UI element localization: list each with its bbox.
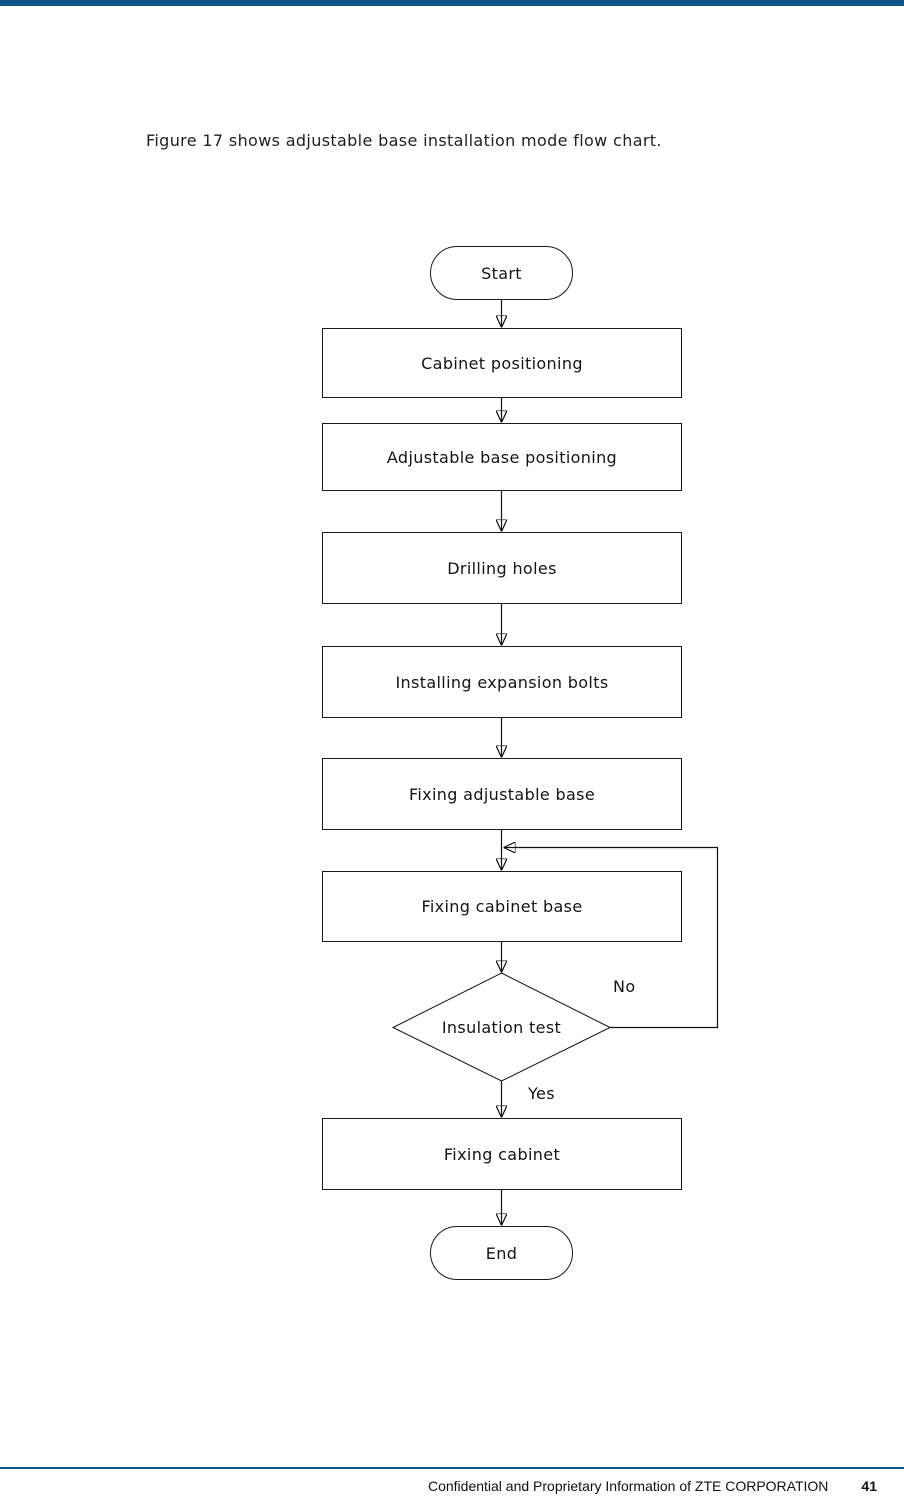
flow-node-fixing-cabinet-base: Fixing cabinet base (322, 871, 682, 942)
flow-node-installing-expansion-bolts: Installing expansion bolts (322, 646, 682, 718)
flow-node-fixing-cabinet: Fixing cabinet (322, 1118, 682, 1190)
flow-node-end: End (430, 1226, 573, 1280)
flow-node-fixing-adjustable-base: Fixing adjustable base (322, 758, 682, 830)
footer-rule (0, 1467, 904, 1469)
footer: Confidential and Proprietary Information… (428, 1478, 877, 1494)
arrow-no-loop-insulation-test-to-fixing-cabinet-base (504, 848, 719, 1029)
flow-node-drilling-holes: Drilling holes (322, 532, 682, 604)
edge-label-yes: Yes (528, 1084, 555, 1103)
figure-caption: Figure 17 shows adjustable base installa… (146, 131, 662, 150)
flow-node-insulation-test-label: Insulation test (441, 1018, 562, 1037)
flow-node-adjustable-base-positioning: Adjustable base positioning (322, 423, 682, 491)
flow-node-cabinet-positioning: Cabinet positioning (322, 328, 682, 398)
footer-confidential-text: Confidential and Proprietary Information… (427, 1478, 829, 1494)
page-number: 41 (861, 1478, 877, 1494)
edge-label-no: No (613, 977, 636, 996)
flow-node-start: Start (430, 246, 573, 300)
top-accent-bar (0, 0, 904, 6)
